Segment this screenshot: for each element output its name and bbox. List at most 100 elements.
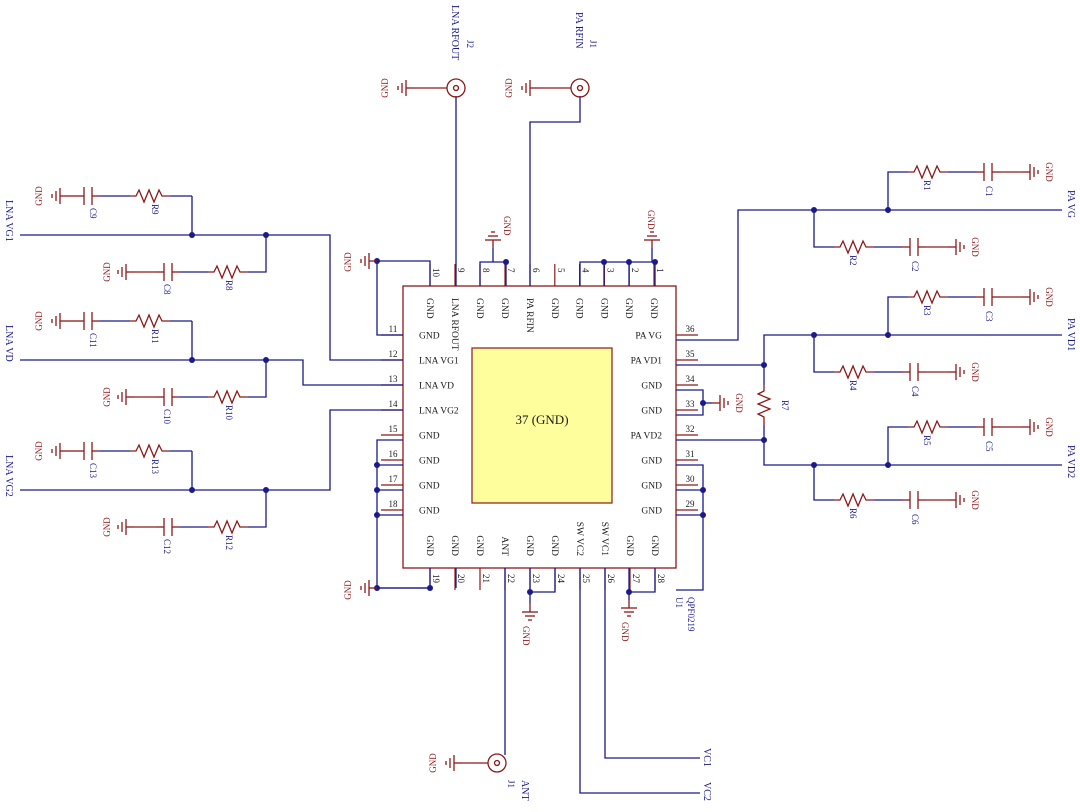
chip-pin-number: 10 (431, 268, 441, 278)
chip-pin-number: 27 (631, 574, 641, 584)
chip-pin-number: 24 (556, 574, 566, 584)
chip-pin-number: 17 (389, 474, 399, 484)
j2-ref: J2 (465, 40, 475, 48)
resistor-r7: R7 (757, 365, 790, 443)
chip-pin-name: GND (641, 382, 662, 392)
chip-pin-number: 8 (481, 268, 491, 273)
c12-label: C12 (162, 539, 172, 554)
connector-j1-ant: GND J1 ANT (428, 568, 530, 801)
net-pa-vd2: PA VD2 GND GND R5 C5 R6 C6 (676, 417, 1076, 525)
gnd-label: GND (1044, 287, 1054, 307)
gnd-label: GND (34, 186, 44, 206)
r12-label: R12 (224, 535, 234, 550)
r7-label: R7 (780, 400, 790, 411)
chip-pin-name: GND (641, 407, 662, 417)
chip-pin-name: SW VC2 (574, 522, 584, 556)
pa-vd2-label: PA VD2 (1065, 445, 1076, 478)
r4-label: R4 (848, 380, 858, 391)
chip-pin-name: GND (524, 535, 534, 556)
gnd-label: GND (428, 753, 438, 773)
chip-pin-name: GND (424, 298, 434, 319)
chip-pin-name: GND (549, 298, 559, 319)
chip-pin-name: GND (641, 507, 662, 517)
chip-pin-number: 12 (389, 349, 398, 359)
c13-label: C13 (88, 463, 98, 479)
chip-pin-name: GND (549, 535, 559, 556)
chip-pin-number: 18 (389, 499, 399, 509)
chip-pin-name: LNA RFOUT (449, 298, 459, 351)
chip-pin-name: GND (574, 298, 584, 319)
r10-label: R10 (224, 405, 234, 421)
chip-pin-number: 32 (686, 424, 695, 434)
r9-label: R9 (150, 204, 160, 215)
gnd-label: GND (504, 78, 514, 98)
chip-pin-name: GND (623, 298, 633, 319)
chip-pin-number: 29 (686, 499, 696, 509)
r11-label: R11 (150, 329, 160, 344)
r2-label: R2 (848, 255, 858, 266)
j2-label: LNA RFOUT (449, 5, 460, 60)
c4-label: C4 (910, 386, 920, 397)
chip-pin-number: 25 (581, 574, 591, 584)
chip-part: QPF0219 (686, 597, 696, 632)
j1-ref: J1 (588, 40, 598, 48)
chip-pin-number: 5 (556, 268, 566, 273)
chip-pin-number: 33 (686, 399, 696, 409)
gnd-label: GND (734, 393, 744, 413)
r8-label: R8 (224, 280, 234, 291)
chip-pin-name: GND (474, 535, 484, 556)
j1-ant-ref: J1 (506, 780, 516, 788)
chip-pin-number: 20 (456, 574, 466, 584)
chip-pin-number: 7 (506, 268, 516, 273)
chip-pin-name: GND (419, 432, 440, 442)
chip-pin-number: 34 (686, 374, 696, 384)
chip-pin-name: GND (499, 298, 509, 319)
gnd-label: GND (970, 362, 980, 382)
chip-pin-number: 13 (389, 374, 399, 384)
c6-label: C6 (910, 514, 920, 525)
chip-pin-name: LNA VG2 (419, 407, 459, 417)
r6-label: R6 (848, 508, 858, 519)
chip-pin-number: 2 (630, 268, 640, 273)
c10-label: C10 (162, 409, 172, 425)
chip-pin-name: GND (648, 298, 658, 319)
lna-vg1-label: LNA VG1 (3, 200, 14, 242)
chip-pin-number: 1 (655, 268, 665, 273)
gnd-label: GND (970, 237, 980, 257)
gnd-label: GND (343, 580, 353, 600)
r3-label: R3 (922, 305, 932, 316)
chip-pin-name: LNA VD (419, 382, 454, 392)
chip-pin-name: GND (598, 298, 608, 319)
chip-ground-connections: GND GND GND GND GND (343, 210, 744, 646)
r1-label: R1 (922, 180, 932, 191)
chip-pin-number: 36 (686, 324, 696, 334)
net-vc2: VC2 (579, 568, 712, 801)
chip-pin-number: 9 (456, 268, 466, 273)
gnd-label: GND (502, 216, 512, 236)
gnd-label: GND (34, 311, 44, 331)
pa-vg-label: PA VG (1065, 190, 1076, 218)
chip-pin-name: SW VC1 (599, 522, 609, 556)
vc1-label: VC1 (701, 748, 712, 767)
chip-pin-name: GND (424, 535, 434, 556)
chip-pin-name: GND (419, 457, 440, 467)
chip-pin-number: 4 (581, 268, 591, 273)
chip-pin-name: PA VG (635, 332, 662, 342)
net-lna-vd: LNA VD GND GND C11 R11 C10 R10 (3, 311, 403, 425)
gnd-label: GND (380, 78, 390, 98)
net-pa-vd1: PA VD1 GND GND R3 C3 R4 C4 (676, 287, 1076, 397)
gnd-label: GND (521, 626, 531, 646)
net-vc1: VC1 (604, 568, 712, 767)
chip-pin-number: 30 (686, 474, 696, 484)
c3-label: C3 (984, 311, 994, 322)
chip-pin-name: GND (624, 535, 634, 556)
c2-label: C2 (910, 261, 920, 272)
chip-pin-number: 14 (389, 399, 399, 409)
gnd-label: GND (620, 622, 630, 642)
r5-label: R5 (922, 435, 932, 446)
chip-pin-number: 23 (531, 574, 541, 584)
vc2-label: VC2 (701, 782, 712, 801)
chip-pin-name: PA VD1 (631, 357, 663, 367)
